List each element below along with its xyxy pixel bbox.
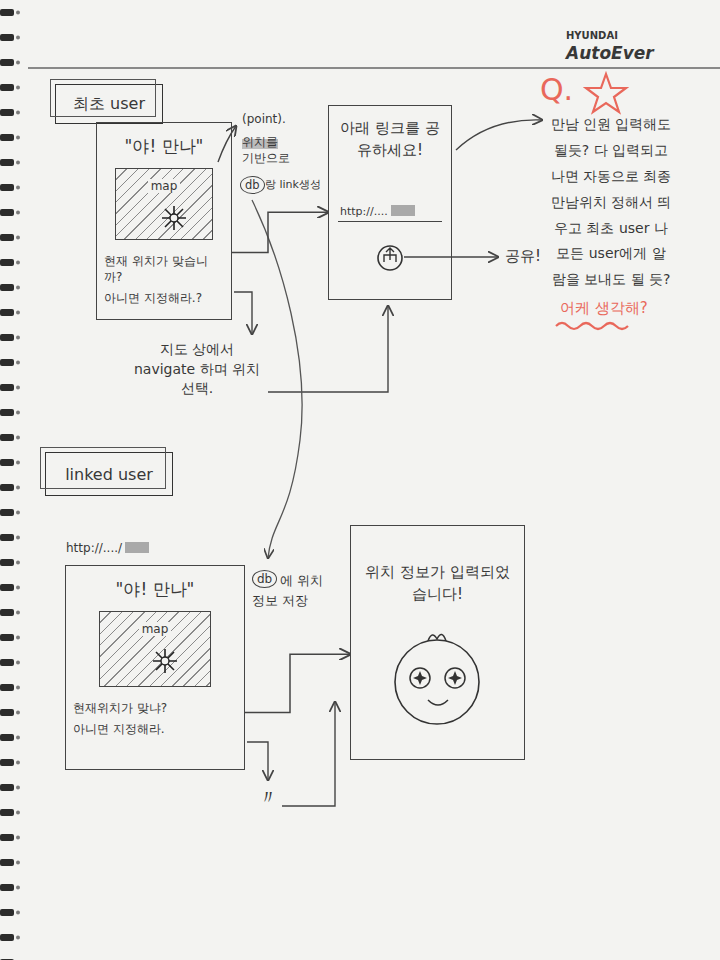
url-box: http://.... [338,196,442,222]
marker-burst [162,206,186,230]
user-box: linked user [45,452,173,496]
circled-word: db [240,176,265,194]
label-anchor: (point). [242,112,286,126]
location-marker [159,203,189,233]
share-leader [404,256,498,257]
flow-arrow [282,702,335,806]
label-anchor: http://..../ [66,541,149,555]
marker-burst [153,649,177,673]
face-tuft [428,634,446,641]
screen-box: "야! 만나" 현재위치가 맞냐? 아니면 지정해라. map [65,565,245,770]
user-text: 최초 user [73,94,145,115]
spiral-binding [0,0,22,960]
idea-note: 만남 인원 입력해도 될듯? 다 입력되고 나면 자동으로 최종 만남위치 정해… [550,112,672,293]
label-anchor: 〃 [258,784,278,811]
message-box: 위치 정보가 입력되었습니다! [350,525,525,760]
label-anchor: db [240,174,265,194]
flow-connector [232,212,328,252]
face-eye [410,668,430,688]
face-eye [445,668,465,688]
flow-arrow [268,306,388,392]
label-anchor: AutoEver [566,43,654,63]
message-text: 위치 정보가 입력되었습니다! [358,562,517,606]
marker-dot [170,214,178,222]
action-note: 공유! [505,247,541,266]
screen-text: 아니면 지정해라.? [104,290,202,306]
circled-word: db [252,570,277,588]
screen-text: "야! 만나" [116,578,195,601]
question-note: 어케 생각해? [560,299,648,318]
flow-arrow [247,742,268,780]
screen-text: "야! 만나" [125,135,204,158]
map-text: map [139,622,172,636]
label-anchor: 위치를 [242,131,278,151]
note-text: 기반으로 [242,150,290,167]
screen-text: 아니면 지정해라. [73,721,165,737]
step-note: 지도 상에서 navigate 하며 위치 선택. [132,340,262,399]
url-text: http://..../ [66,541,149,555]
face-outline [395,640,479,724]
message-box: 아래 링크를 공유하세요! http://.... [328,105,452,300]
map-box: map [115,168,213,240]
label-anchor: 어케 생각해? [560,299,648,318]
note-leader [456,120,542,150]
eye-sparkle [413,671,427,685]
label-anchor: 만남 인원 입력해도 될듯? 다 입력되고 나면 자동으로 최종 만남위치 정해… [550,112,672,293]
brand-name: HYUNDAI [566,30,618,41]
highlighted-note: 위치를 [242,134,278,151]
message-text: 아래 링크를 공유하세요! [336,118,444,162]
question-mark: Q. [540,72,573,107]
url-text: http://.... [340,205,415,218]
label-anchor: db [252,568,277,588]
map-text: map [148,179,181,193]
share-icon-glyph [384,248,396,262]
label-anchor: 기반으로 [242,150,290,167]
label-anchor: 공유! [505,247,541,266]
brand-logo: AutoEver [566,43,654,63]
user-text: linked user [65,465,153,484]
step-note: 에 위치 정보 저장 [252,571,326,611]
marker-dot [161,657,169,665]
label-anchor: 지도 상에서 navigate 하며 위치 선택. [132,340,262,399]
eye-sparkle [448,671,462,685]
db-link-line [252,200,302,558]
label-anchor: HYUNDAI [566,30,618,41]
map-box: map [99,611,211,687]
share-icon [378,246,402,270]
flow-connector [245,654,350,712]
screen-box: "야! 만나" 현재 위치가 맞습니까? 아니면 지정해라.? map [96,122,232,320]
label-anchor: 랑 link생성 [265,177,321,192]
note-text: (point). [242,112,286,126]
flow-arrow [234,292,252,334]
red-squiggle [556,323,628,329]
face-smile [428,700,448,705]
note-text: 랑 link생성 [265,177,321,192]
point-leader [218,126,236,162]
label-anchor: Q. [540,72,573,107]
user-box: 최초 user [55,84,163,124]
mascot-face [395,634,479,724]
screen-text: 현재 위치가 맞습니까? [104,253,224,285]
ditto-mark: 〃 [258,784,278,811]
screen-text: 현재위치가 맞냐? [73,700,167,716]
header-rule [28,67,720,68]
red-star [586,74,626,112]
location-marker [150,646,180,676]
label-anchor: 에 위치 정보 저장 [252,571,326,611]
